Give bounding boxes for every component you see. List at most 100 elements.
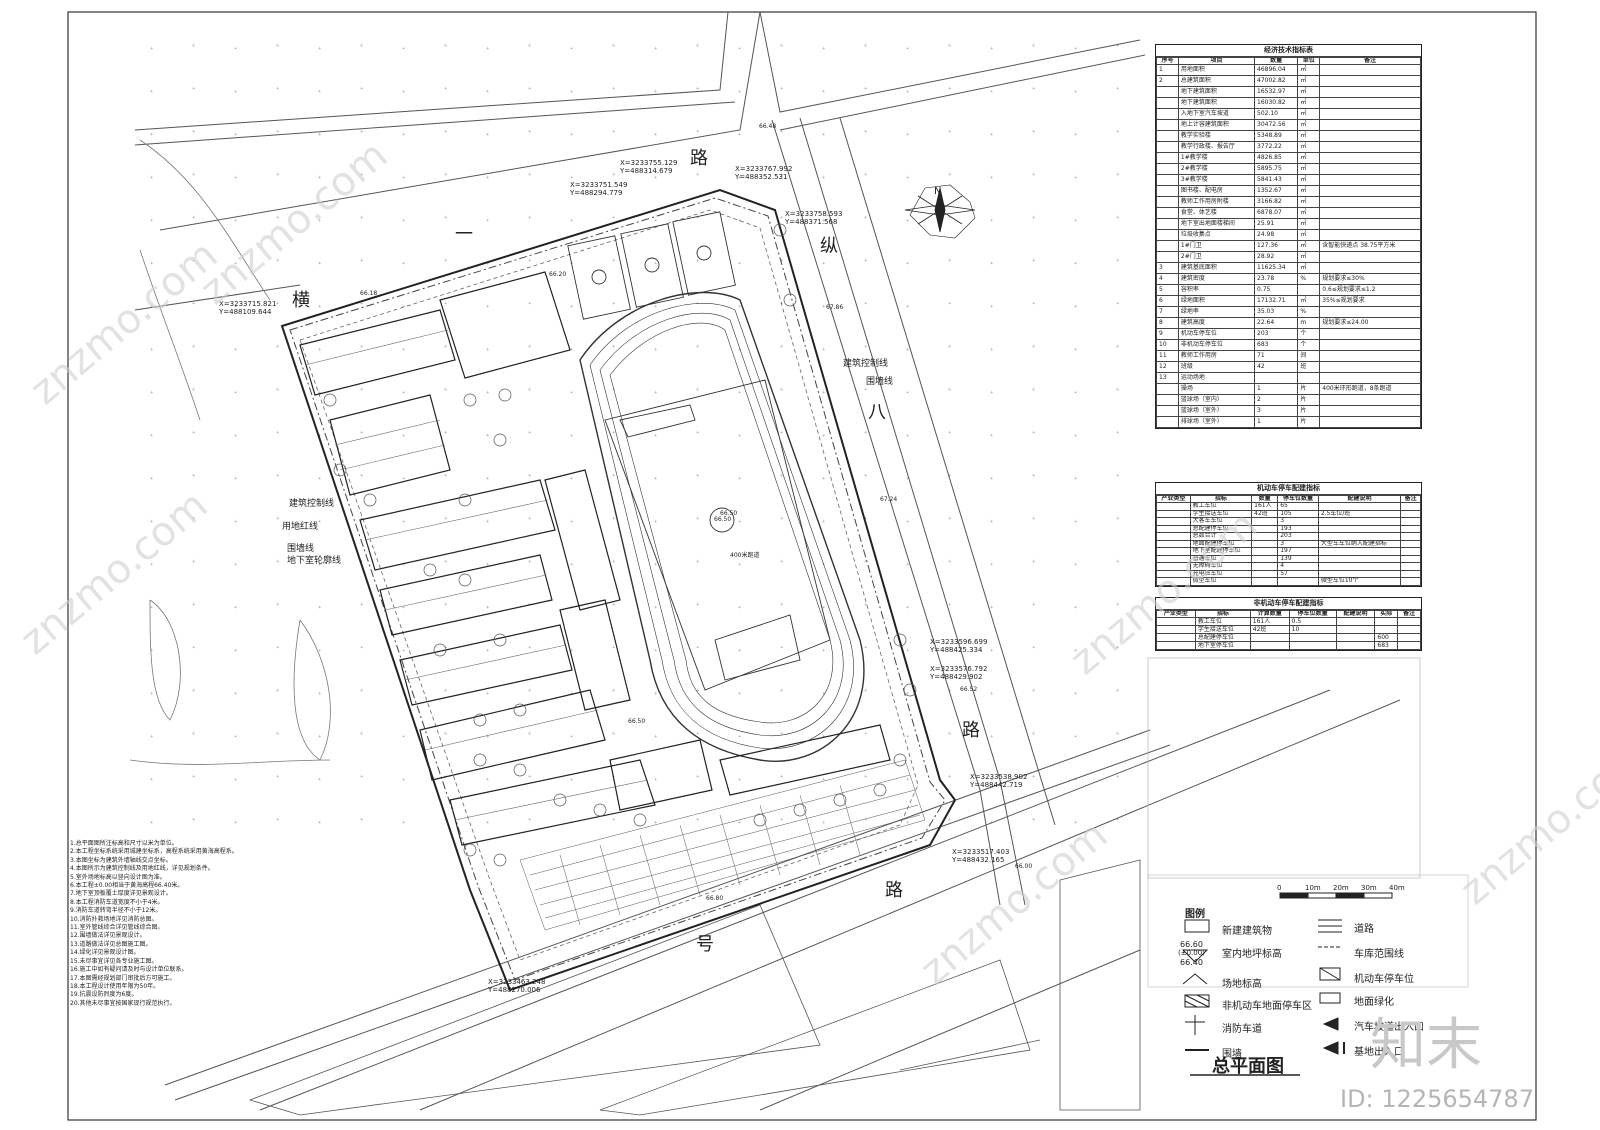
table-cell [1317, 532, 1402, 541]
spot-height-mark: + [864, 688, 867, 693]
spot-height-mark: + [528, 215, 531, 220]
coord-x: X=3233463.248 [488, 978, 546, 986]
table-cell [1319, 141, 1421, 153]
spot-height-mark: + [780, 645, 783, 650]
spot-height-mark: + [780, 516, 783, 521]
coord-x: X=3233538.902 [970, 773, 1028, 781]
table-cell: 161人 [1251, 502, 1279, 511]
spot-height-mark: + [696, 731, 699, 736]
spot-height-mark: + [738, 433, 741, 438]
table-cell: 6 [1156, 295, 1179, 307]
spot-height-mark: + [1116, 301, 1119, 306]
spot-height-mark: + [1116, 731, 1119, 736]
table-cell: 片 [1297, 383, 1321, 395]
table-cell: 203 [1277, 532, 1319, 541]
spot-height-mark: + [696, 774, 699, 779]
table-cell [1400, 569, 1421, 578]
table-cell [1397, 641, 1421, 650]
spot-height-mark: + [318, 433, 321, 438]
spot-height-mark: + [276, 602, 279, 607]
table-cell [1319, 339, 1421, 351]
spot-height-mark: + [738, 390, 741, 395]
coord-x: X=3233517.403 [952, 848, 1010, 856]
spot-height-mark: + [276, 731, 279, 736]
spot-height-mark: + [780, 731, 783, 736]
spot-height-mark: + [234, 132, 237, 137]
spot-height-mark: + [150, 304, 153, 309]
spot-height-mark: + [864, 602, 867, 607]
note-line: 16.施工中如有疑问请及时与设计单位联系。 [70, 966, 188, 974]
spot-height-mark: + [612, 129, 615, 134]
spot-height-mark: + [150, 691, 153, 696]
spot-height-mark: + [990, 390, 993, 395]
spot-height-mark: + [822, 476, 825, 481]
spot-height-mark: + [318, 175, 321, 180]
spot-height-mark: + [990, 734, 993, 739]
table-cell [1319, 350, 1421, 362]
spot-height-mark: + [1032, 129, 1035, 134]
spot-height-mark: + [318, 820, 321, 825]
table-cell [1335, 625, 1376, 634]
spot-height-mark: + [402, 218, 405, 223]
spot-height-mark: + [780, 258, 783, 263]
spot-height-mark: + [696, 387, 699, 392]
spot-height-mark: + [654, 304, 657, 309]
table-cell: 4826.85 [1253, 152, 1299, 164]
table-cell [1156, 130, 1179, 142]
spot-height-mark: + [276, 258, 279, 263]
coord-x: X=3233758.593 [785, 210, 843, 218]
spot-height-mark: + [654, 261, 657, 266]
table-cell [1400, 562, 1421, 571]
spot-height-mark: + [1074, 132, 1077, 137]
tree-symbol [513, 763, 527, 777]
spot-height-mark: + [1032, 731, 1035, 736]
legend-item: 机动车停车位 [1354, 974, 1414, 985]
table-cell: 12 [1156, 361, 1179, 373]
spot-height-mark: + [612, 602, 615, 607]
table-cell [1319, 207, 1421, 219]
table-cell: 个 [1297, 339, 1321, 351]
table-cell [1397, 625, 1421, 634]
tree-symbol [873, 783, 887, 797]
spot-height-mark: + [528, 516, 531, 521]
tree-symbol [513, 703, 527, 717]
spot-height-mark: + [1074, 347, 1077, 352]
parking_table-header: 配建说明 [1317, 495, 1402, 503]
road-name-east-3: 路 [962, 720, 980, 741]
note-line: 3.本图坐标为建筑外墙轴线交点坐标。 [70, 856, 172, 864]
note-line: 9.消防车道转弯半径不小于12米。 [70, 907, 162, 915]
label-control-line: 建筑控制线 [289, 499, 335, 509]
spot-height-mark: + [612, 86, 615, 91]
spot-height-mark: + [402, 648, 405, 653]
legend-elev-2: (±0.00) [1178, 949, 1205, 957]
spot-height-mark: + [360, 688, 363, 693]
spot-height-mark: + [402, 347, 405, 352]
spot-height-mark: + [150, 261, 153, 266]
table-cell: ㎡ [1297, 218, 1321, 230]
legend-item: 车库范围线 [1354, 949, 1404, 960]
coord-x: X=3233576.792 [930, 665, 988, 673]
spot-height-mark: + [192, 817, 195, 822]
elevation-label: 67.86 [826, 304, 844, 311]
table-cell: 教师工作用房附楼 [1177, 196, 1256, 208]
spot-height-mark: + [738, 648, 741, 653]
spot-height-mark: + [1032, 602, 1035, 607]
spot-height-mark: + [906, 476, 909, 481]
table-cell [1319, 416, 1421, 428]
spot-height-mark: + [948, 731, 951, 736]
spot-height-mark: + [276, 215, 279, 220]
spot-height-mark: + [444, 344, 447, 349]
table-cell: ㎡ [1297, 163, 1321, 175]
spot-height-mark: + [990, 347, 993, 352]
spot-height-mark: + [570, 46, 573, 51]
table-cell [1335, 617, 1376, 626]
table-cell [1317, 562, 1402, 571]
label-wall-line: 围墙线 [287, 544, 315, 554]
spot-height-mark: + [1032, 473, 1035, 478]
